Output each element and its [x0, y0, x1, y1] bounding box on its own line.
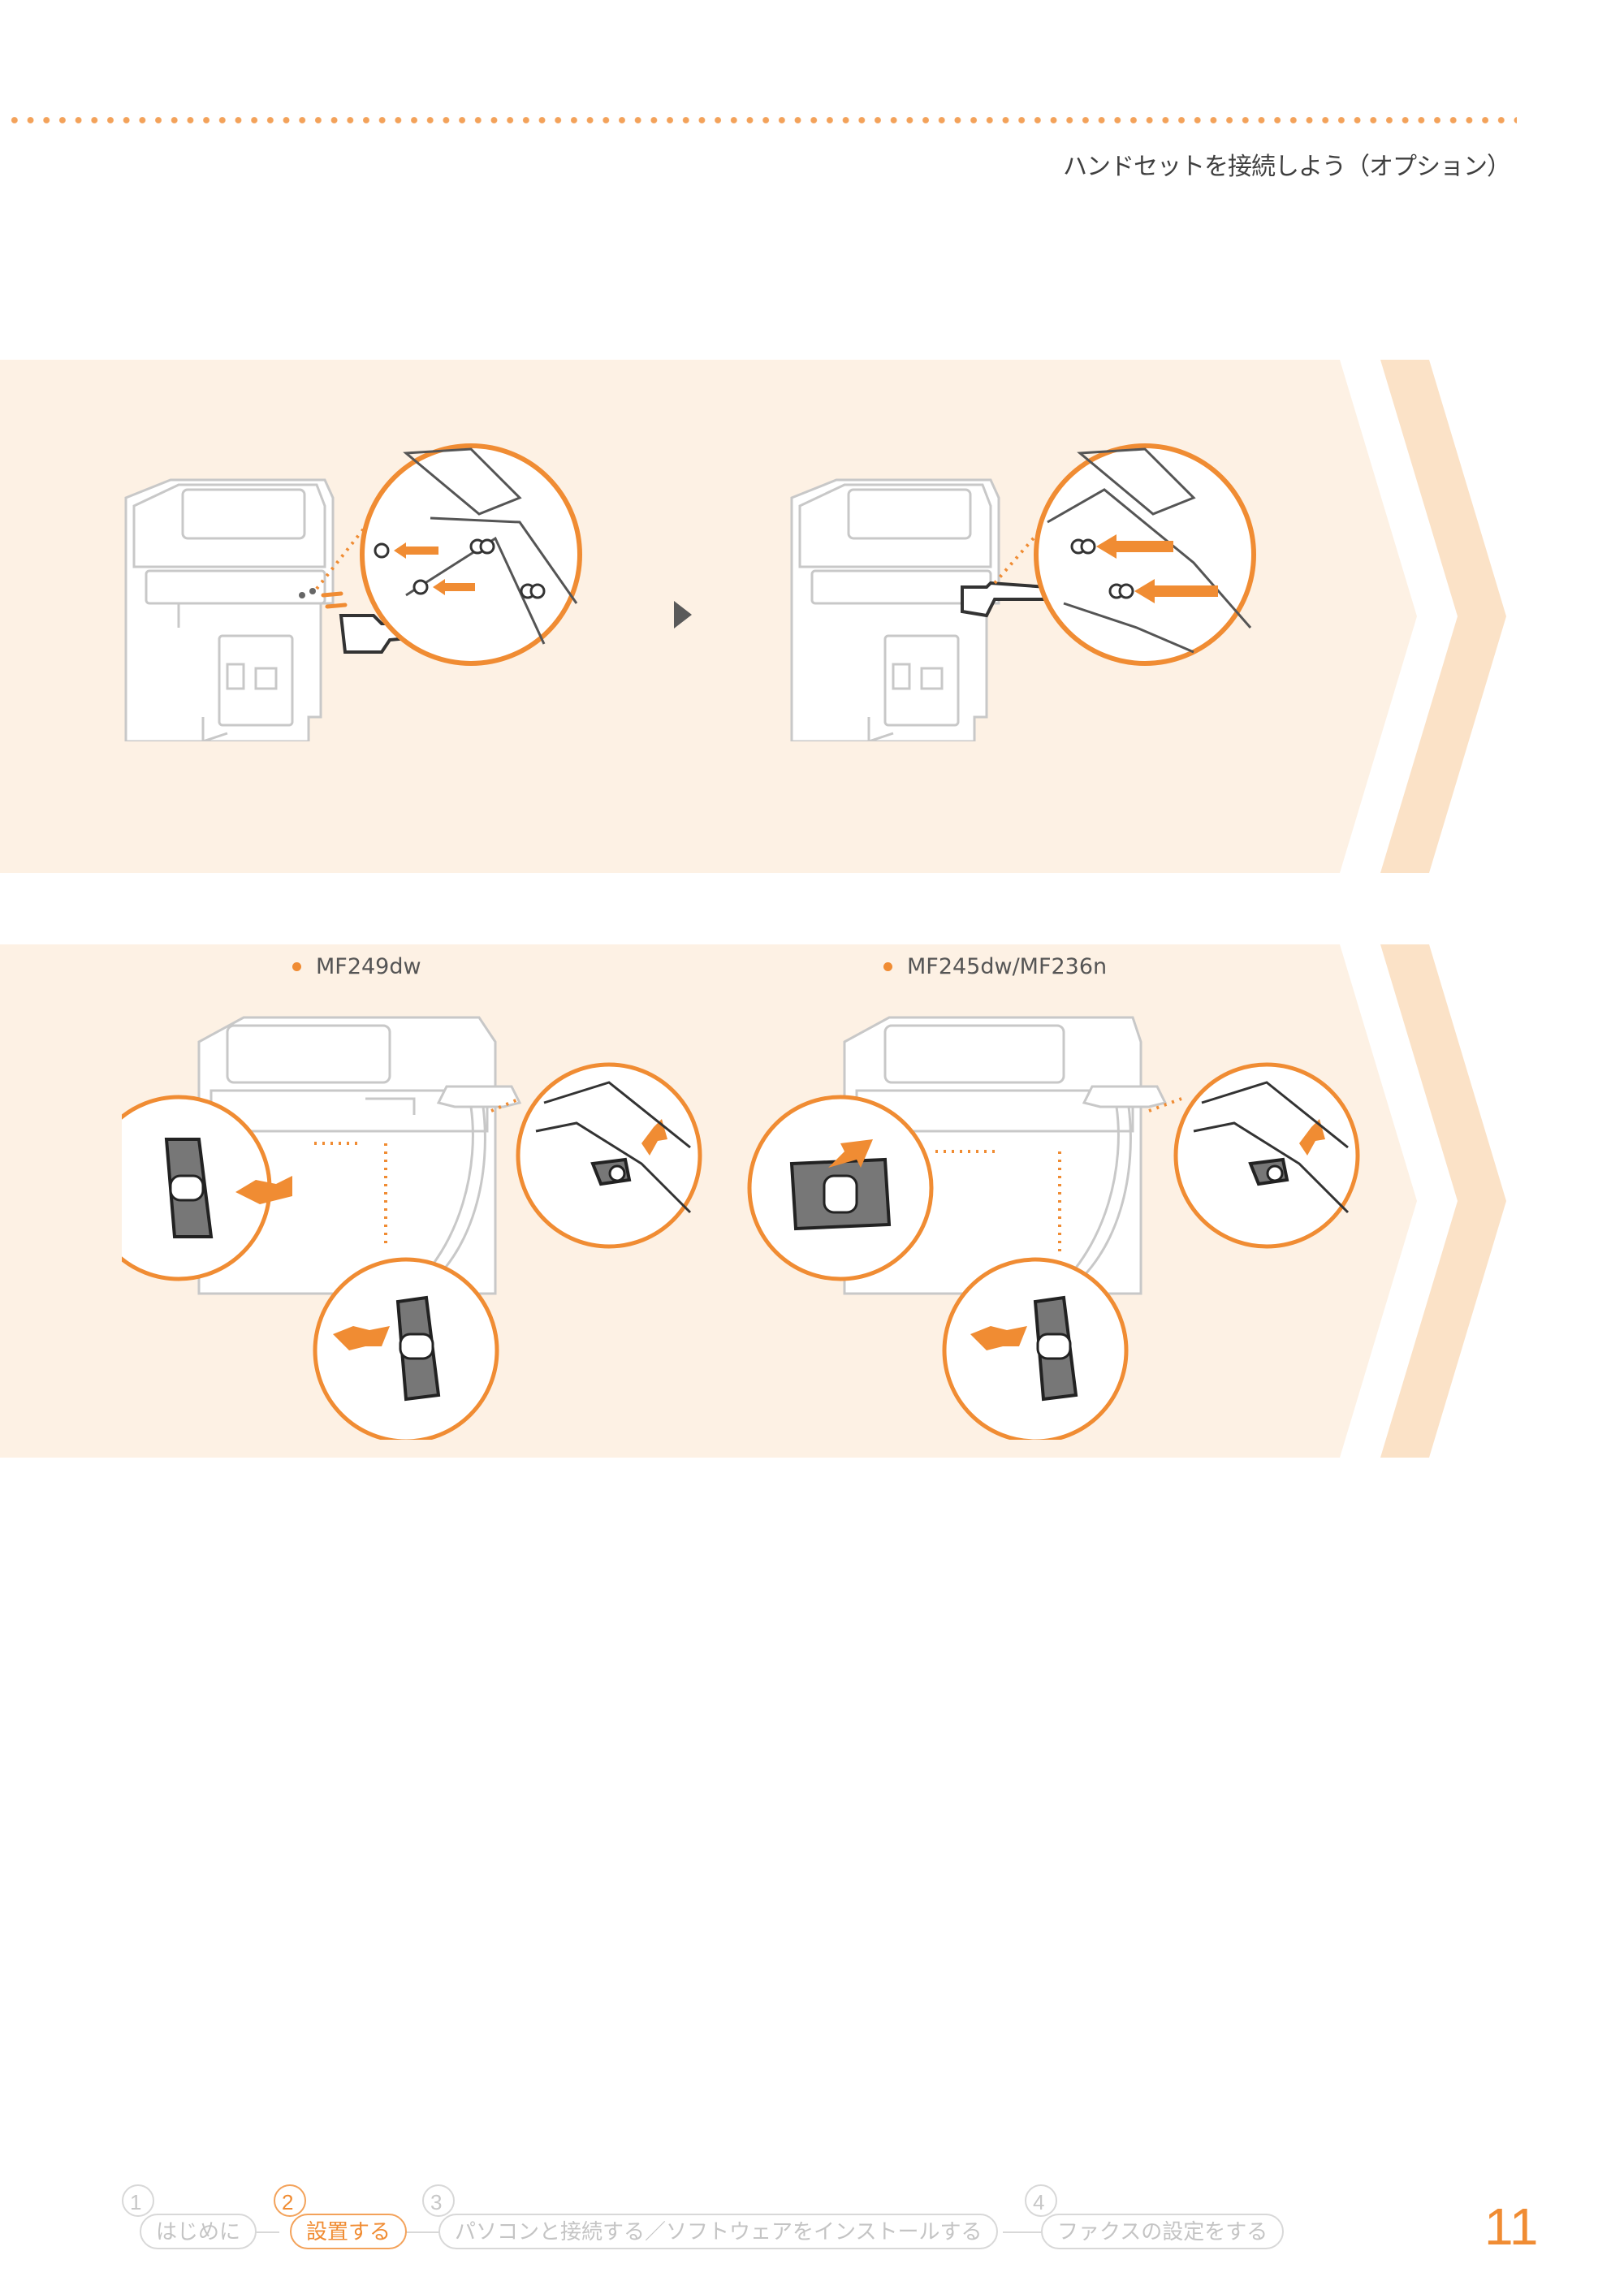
next-step-arrow	[674, 601, 692, 629]
bullet-icon	[292, 962, 301, 971]
step-number: 2	[274, 2184, 306, 2217]
model-name: MF245dw/MF236n	[907, 954, 1108, 979]
step-number: 1	[122, 2184, 154, 2217]
printer-illustration-right	[790, 478, 1050, 741]
zoom-circle-holder-attached	[1034, 443, 1256, 666]
model-label-mf249dw: MF249dw	[292, 954, 421, 979]
printer-illustration-mf245dw	[747, 1016, 1360, 1440]
step-label: 設置する	[290, 2214, 408, 2249]
step-label: はじめに	[140, 2214, 257, 2249]
step-label: ファクスの設定をする	[1041, 2214, 1285, 2249]
step-panel-attach-holder	[0, 360, 1518, 873]
step-connector	[1003, 2231, 1052, 2233]
step-panel-attach-clips: MF249dw MF245dw/MF236n	[0, 944, 1518, 1458]
printer-illustration-mf249dw	[122, 1016, 702, 1440]
zoom-circle-screw-holes	[360, 443, 582, 666]
step-label: パソコンと接続する／ソフトウェアをインストールする	[438, 2214, 999, 2249]
bullet-icon	[883, 962, 892, 971]
step-connector	[402, 2231, 447, 2233]
model-label-mf245dw: MF245dw/MF236n	[883, 954, 1107, 979]
page-number: 11	[1484, 2197, 1539, 2256]
page-section-title: ハンドセットを接続しよう（オプション）	[1063, 153, 1511, 181]
step-navigation: 1 はじめに 2 設置する 3 パソコンと接続する／ソフトウェアをインストールす…	[0, 2184, 1380, 2274]
step-connector	[253, 2231, 279, 2233]
step-number: 4	[1025, 2184, 1057, 2217]
model-name: MF249dw	[316, 954, 421, 979]
printer-illustration-left	[124, 478, 441, 741]
step-number: 3	[422, 2184, 455, 2217]
dotted-divider	[6, 116, 1517, 124]
